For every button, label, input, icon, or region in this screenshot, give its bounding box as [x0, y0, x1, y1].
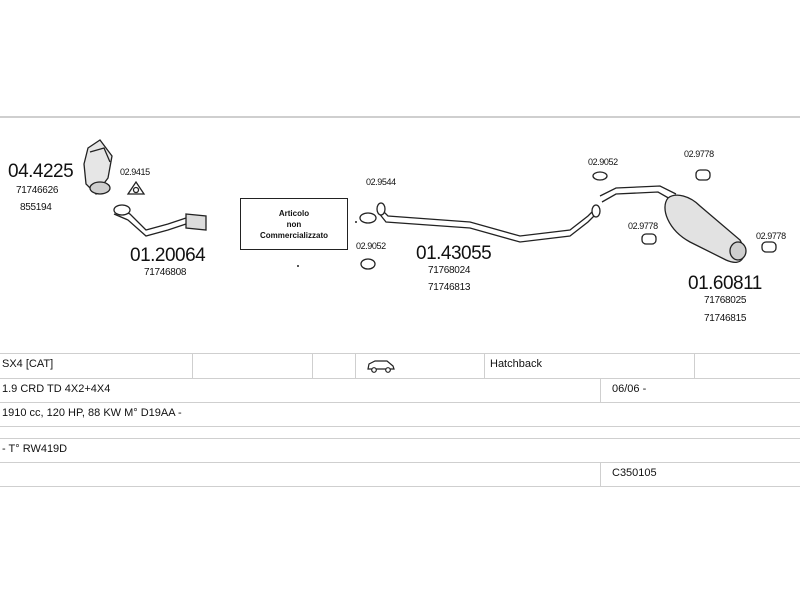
table-rule-2 — [0, 402, 800, 403]
hanger-a-code: 02.9778 — [684, 149, 714, 159]
table-rule-4 — [0, 438, 800, 439]
vehicle-date: 06/06 - — [612, 383, 647, 395]
col-divider-1 — [192, 354, 193, 378]
ring-b-code: 02.9052 — [356, 241, 386, 251]
table-rule-1 — [0, 378, 800, 379]
table-rule-5 — [0, 462, 800, 463]
cat-code: 04.4225 — [8, 161, 74, 182]
vehicle-engine-type: 1.9 CRD TD 4X2+4X4 — [2, 383, 111, 395]
hanger-c-code: 02.9778 — [756, 231, 786, 241]
not-sold-box: Articolo non Commercializzato — [240, 198, 348, 250]
col-divider-3 — [355, 354, 356, 378]
mid-pipe-oe2: 71746813 — [428, 282, 471, 293]
vehicle-type: - T° RW419D — [2, 443, 68, 455]
table-bottom-rule — [0, 486, 800, 487]
front-pipe-code: 01.20064 — [130, 245, 206, 266]
front-pipe-drawing — [113, 204, 207, 237]
hanger-drawings — [641, 169, 777, 253]
mid-pipe-drawing — [376, 202, 601, 243]
dot-marks — [297, 221, 357, 267]
col-divider-4 — [484, 354, 485, 378]
table-top-rule — [0, 353, 800, 354]
rear-silencer-drawing — [599, 185, 747, 263]
vehicle-spec: 1910 cc, 120 HP, 88 KW M° D19AA - — [2, 407, 182, 419]
top-divider — [0, 116, 800, 118]
gasket-cat-code: 02.9415 — [120, 167, 150, 177]
gasket-cat-drawing — [126, 180, 146, 195]
cat-oe1: 71746626 — [16, 185, 59, 196]
not-sold-line3: Commercializzato — [259, 230, 329, 240]
rear-silencer-oe2: 71746815 — [704, 313, 747, 324]
col-divider-6 — [600, 378, 601, 402]
vehicle-body: Hatchback — [490, 358, 542, 370]
mid-pipe-oe1: 71768024 — [428, 265, 471, 276]
cat-oe2: 855194 — [20, 202, 52, 213]
rear-silencer-oe1: 71768025 — [704, 295, 747, 306]
ring-a-code: 02.9544 — [366, 177, 396, 187]
not-sold-line2: non — [286, 219, 302, 229]
not-sold-line1: Articolo — [278, 208, 310, 218]
ring-drawings — [359, 171, 608, 270]
car-icon — [367, 360, 395, 373]
hanger-b-code: 02.9778 — [628, 221, 658, 231]
mid-pipe-code: 01.43055 — [416, 243, 492, 264]
ring-c-code: 02.9052 — [588, 157, 618, 167]
table-rule-3 — [0, 426, 800, 427]
catalytic-converter-drawing — [83, 139, 113, 195]
col-divider-5 — [694, 354, 695, 378]
col-divider-7 — [600, 462, 601, 486]
rear-silencer-code: 01.60811 — [688, 273, 762, 294]
exhaust-diagram — [83, 139, 777, 270]
catalog-code: C350105 — [612, 467, 657, 479]
vehicle-model: SX4 [CAT] — [2, 358, 54, 370]
col-divider-2 — [312, 354, 313, 378]
front-pipe-oe1: 71746808 — [144, 267, 187, 278]
